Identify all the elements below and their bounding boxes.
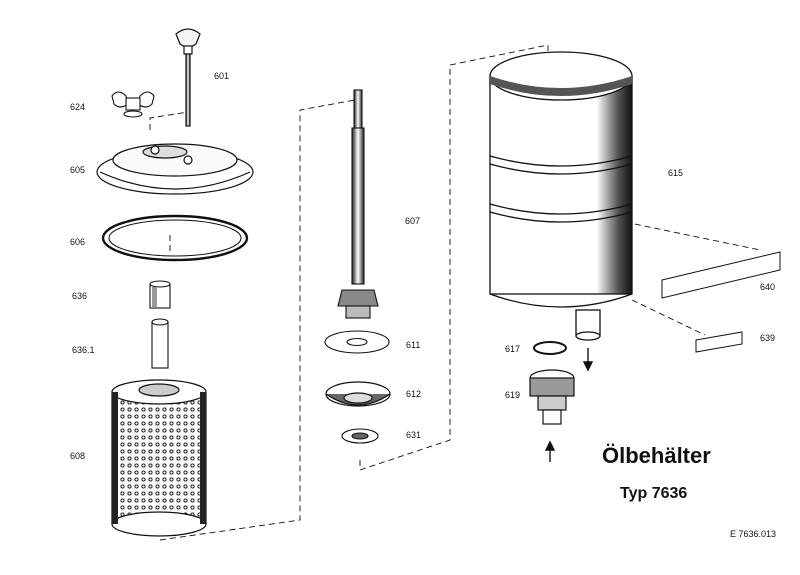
label-636-1: 636.1	[72, 345, 95, 355]
part-601-knob-screw	[175, 28, 201, 127]
label-601: 601	[214, 71, 229, 81]
part-639-plate	[695, 331, 743, 353]
part-617-gasket	[533, 341, 567, 355]
part-615-tank	[489, 51, 633, 341]
label-606: 606	[70, 237, 85, 247]
label-619: 619	[505, 390, 520, 400]
diagram-title: Ölbehälter	[602, 443, 711, 468]
drawing-reference: E 7636.013	[730, 529, 776, 539]
part-640-label-strip	[661, 251, 781, 299]
part-labels: 601 624 605 606 636 636.1 608 607 611 61…	[70, 71, 775, 461]
part-605-lid	[96, 143, 254, 195]
label-624: 624	[70, 102, 85, 112]
label-617: 617	[505, 344, 520, 354]
label-615: 615	[668, 168, 683, 178]
label-631: 631	[406, 430, 421, 440]
label-639: 639	[760, 333, 775, 343]
part-607-pipe	[337, 89, 379, 319]
part-608-filter	[111, 379, 207, 537]
part-611-washer	[324, 330, 390, 354]
part-636-1-tube	[151, 318, 169, 369]
part-619-fitting	[529, 369, 575, 425]
flow-arrows	[544, 348, 594, 462]
diagram-subtitle: Typ 7636	[620, 485, 687, 502]
assembly-lines	[149, 44, 761, 541]
label-612: 612	[406, 389, 421, 399]
part-624-wing-nut	[111, 91, 155, 118]
part-636-sleeve	[149, 280, 171, 309]
label-607: 607	[405, 216, 420, 226]
label-605: 605	[70, 165, 85, 175]
part-612-cup	[325, 381, 391, 407]
label-608: 608	[70, 451, 85, 461]
part-631-ring	[341, 428, 379, 444]
label-640: 640	[760, 282, 775, 292]
label-611: 611	[406, 340, 420, 350]
part-606-gasket	[101, 214, 249, 262]
label-636: 636	[72, 291, 87, 301]
